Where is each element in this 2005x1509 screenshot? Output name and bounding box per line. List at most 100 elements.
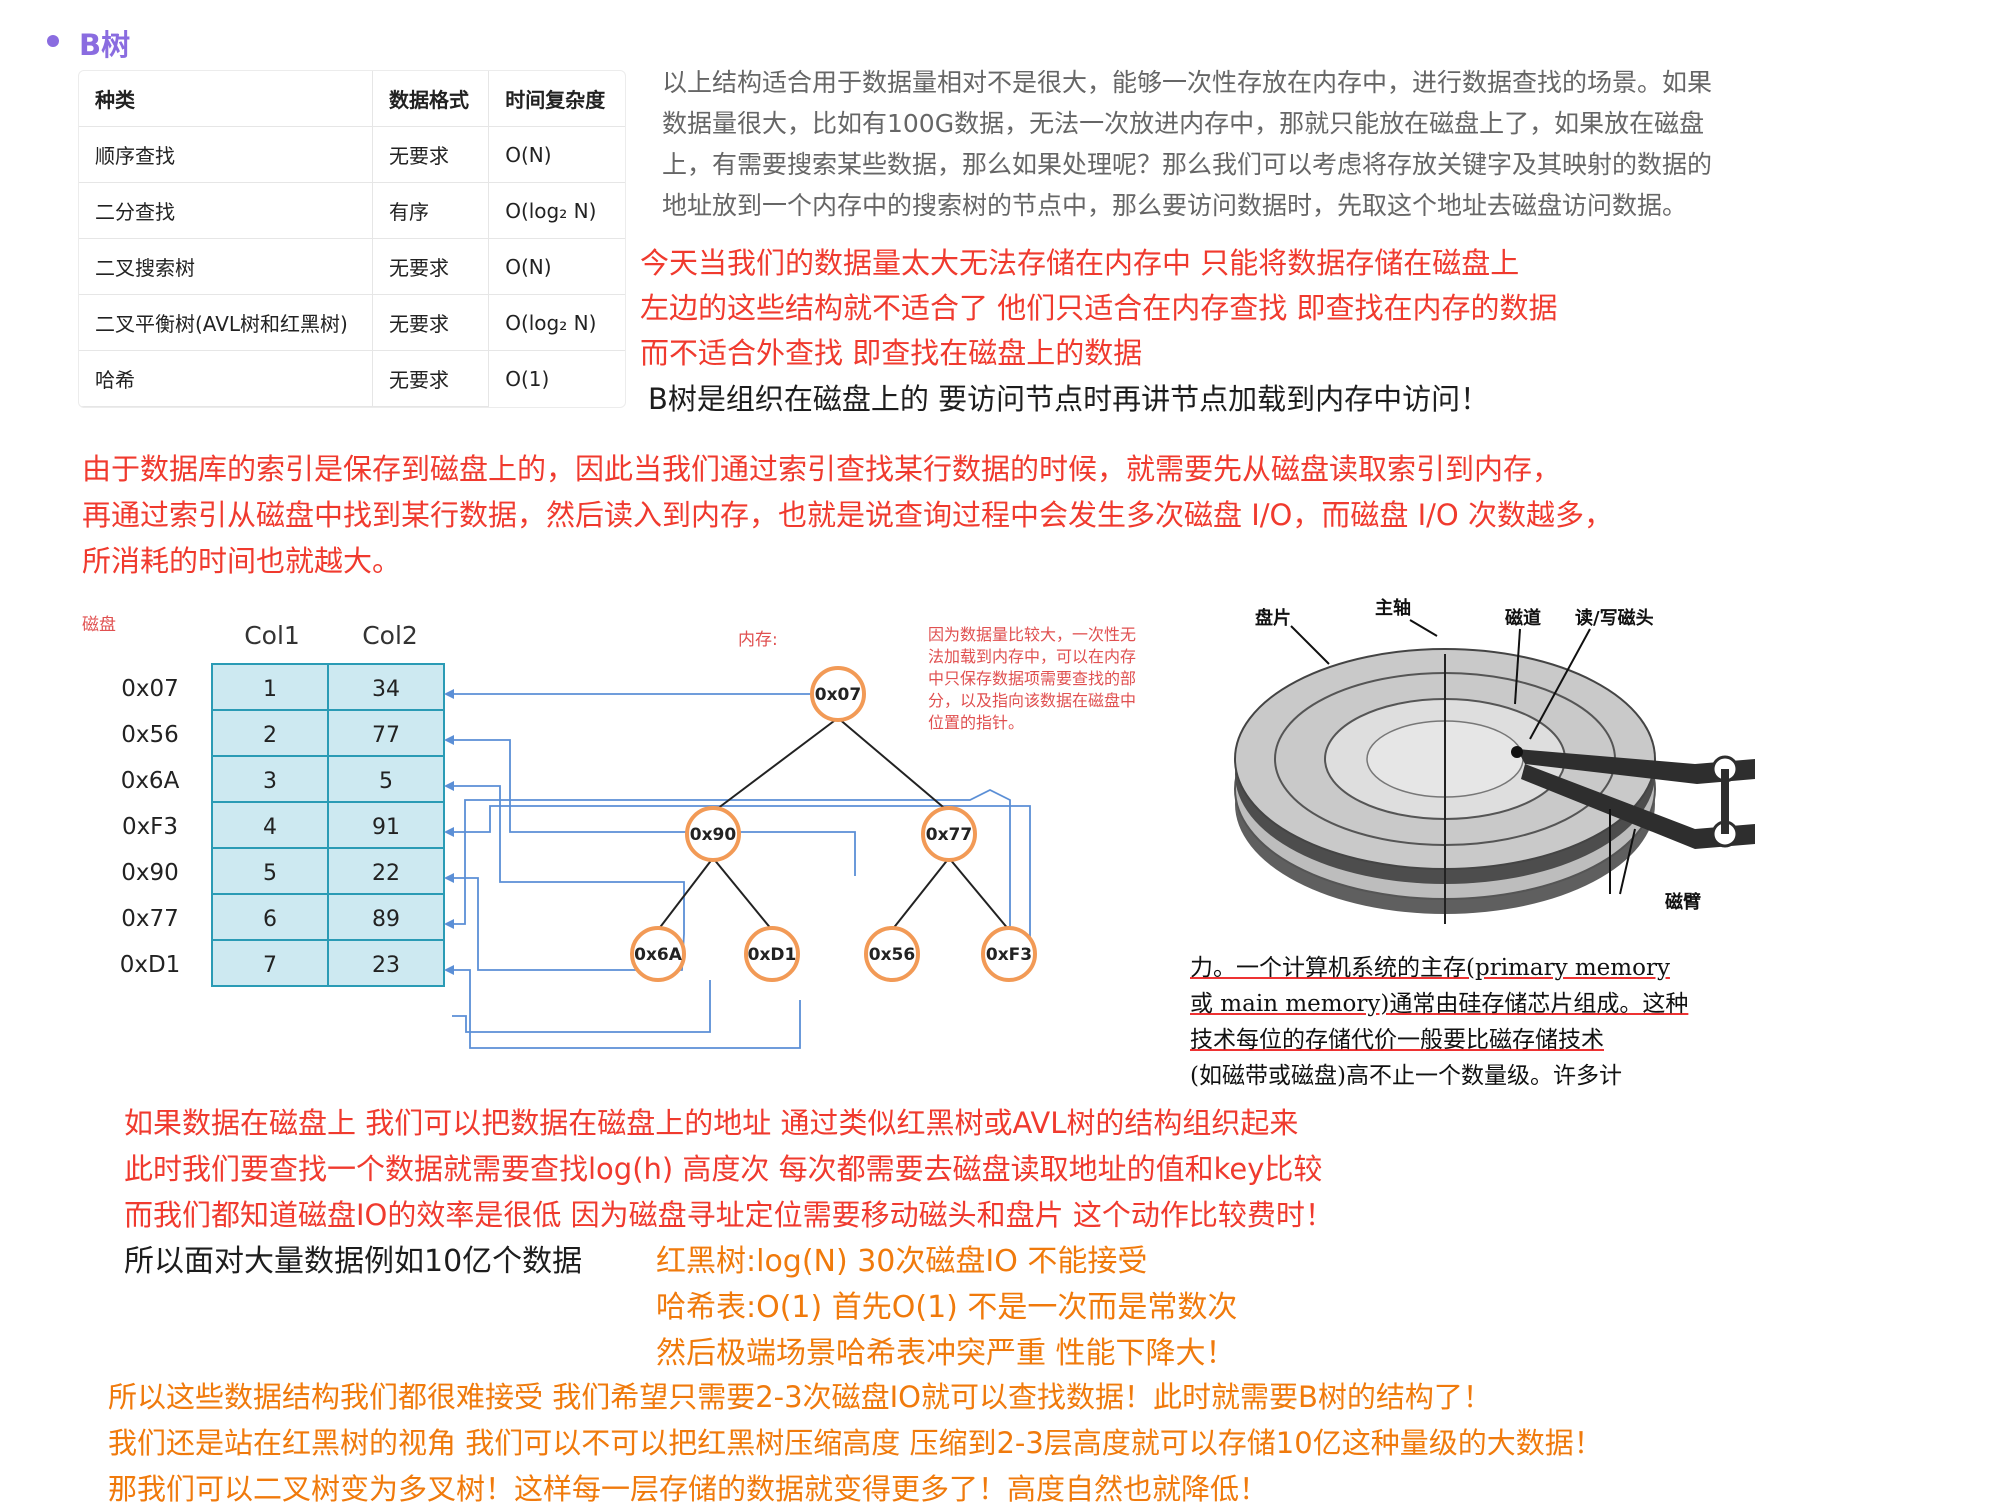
tree-edge bbox=[948, 857, 1010, 931]
tree-node-label: 0xF3 bbox=[986, 945, 1032, 965]
pointer-line bbox=[452, 739, 856, 876]
tree-node-label: 0x90 bbox=[690, 825, 737, 845]
table-cell bbox=[327, 893, 445, 941]
pointer-arrowhead bbox=[444, 735, 454, 745]
table-cell: O(N) bbox=[488, 126, 625, 183]
note-line: B树是组织在磁盘上的 要访问节点时再讲节点加载到内存中访问！ bbox=[648, 382, 1490, 416]
table-cell: O(N) bbox=[488, 238, 625, 295]
row-address: 0x56 bbox=[121, 722, 179, 748]
row-address: 0x07 bbox=[121, 676, 179, 702]
tree-edge bbox=[891, 857, 950, 931]
table-header-cell: 种类 bbox=[79, 71, 373, 127]
table-row: 0x07 1 34 bbox=[121, 663, 445, 711]
tree-node bbox=[864, 926, 920, 982]
pointer-arrowhead bbox=[444, 827, 454, 837]
complexity-table: 种类 数据格式 时间复杂度 顺序查找 无要求 O(N) 二分查找 有序 O(lo… bbox=[79, 71, 625, 407]
tree-edges bbox=[657, 717, 1010, 931]
table-cell: 有序 bbox=[372, 182, 490, 239]
tree-node-label: 0x6A bbox=[634, 945, 683, 965]
tree-edge bbox=[837, 717, 950, 813]
table-cell: 无要求 bbox=[372, 350, 490, 407]
tree-node bbox=[744, 926, 800, 982]
table-row: 哈希 无要求 O(1) bbox=[79, 350, 625, 407]
pointer-arrowhead bbox=[444, 965, 454, 975]
table-cell bbox=[327, 847, 445, 895]
tree-node-label: 0x56 bbox=[869, 945, 915, 965]
table-header-cell: 数据格式 bbox=[372, 71, 490, 127]
caption-line: (如磁带或磁盘)高不止一个数量级。许多计 bbox=[1190, 1063, 1622, 1089]
table-header-cell: 时间复杂度 bbox=[488, 71, 625, 127]
pointer-lines bbox=[452, 693, 1031, 1049]
memory-note-line: 法加载到内存中，可以在内存 bbox=[928, 647, 1136, 666]
cell-value: 22 bbox=[372, 861, 400, 886]
tree-node-label: 0x77 bbox=[926, 825, 972, 845]
paragraph-line: 以上结构适合用于数据量相对不是很大，能够一次性存放在内存中，进行数据查找的场景。… bbox=[662, 68, 1713, 97]
memory-label: 内存: bbox=[738, 630, 778, 650]
table-cell: 二叉搜索树 bbox=[79, 238, 373, 295]
disk-arm bbox=[1511, 746, 1755, 849]
tree-edge bbox=[712, 717, 839, 813]
table-row: 0xF3 4 91 bbox=[122, 801, 445, 849]
platter-label: 盘片 bbox=[1255, 607, 1291, 629]
pointer-line bbox=[452, 805, 1031, 952]
arm-label: 磁臂 bbox=[1665, 891, 1701, 913]
cell-value: 23 bbox=[372, 953, 400, 978]
memory-note-line: 分，以及指向该数据在磁盘中 bbox=[928, 691, 1136, 710]
table-cell bbox=[327, 939, 445, 987]
note-line: 所以面对大量数据例如10亿个数据 bbox=[124, 1244, 583, 1279]
table-header-row: 种类 数据格式 时间复杂度 bbox=[79, 71, 625, 127]
cell-value: 4 bbox=[263, 815, 277, 840]
table-cell bbox=[211, 893, 329, 941]
table-row: 二分查找 有序 O(log₂ N) bbox=[79, 182, 625, 239]
cell-value: 1 bbox=[263, 677, 277, 702]
cell-value: 34 bbox=[372, 677, 400, 702]
memory-note: 因为数据量比较大，一次性无 法加载到内存中，可以在内存 中只保存数据项需要查找的… bbox=[928, 625, 1136, 732]
book-caption: 力。一个计算机系统的主存(primary memory 或 main memor… bbox=[1190, 950, 1688, 1094]
cell-value: 89 bbox=[372, 907, 400, 932]
table-cell: 无要求 bbox=[372, 294, 490, 351]
track-label: 磁道 bbox=[1505, 607, 1541, 629]
tree-node-label: 0xD1 bbox=[748, 945, 797, 965]
tree-node bbox=[630, 926, 686, 982]
note-line: 所消耗的时间也就越大。 bbox=[82, 544, 402, 578]
tree-node bbox=[810, 666, 866, 722]
cell-value: 5 bbox=[263, 861, 277, 886]
caption-line: 力。一个计算机系统的主存(primary memory bbox=[1190, 955, 1670, 981]
note-line: 左边的这些结构就不适合了 他们只适合在内存查找 即查找在内存的数据 bbox=[640, 291, 1558, 325]
table-cell bbox=[327, 755, 445, 803]
cell-value: 91 bbox=[372, 815, 400, 840]
pointer-arrowhead bbox=[444, 919, 454, 929]
cell-value: 7 bbox=[263, 953, 277, 978]
note-line: 我们还是站在红黑树的视角 我们可以不可以把红黑树压缩高度 压缩到2-3层高度就可… bbox=[108, 1426, 1603, 1460]
table-cell: O(log₂ N) bbox=[488, 294, 625, 351]
note-line: 此时我们要查找一个数据就需要查找log(h) 高度次 每次都需要去磁盘读取地址的… bbox=[124, 1152, 1323, 1186]
section-heading: B树 bbox=[79, 28, 131, 62]
row-address: 0x77 bbox=[121, 906, 179, 932]
row-address: 0x90 bbox=[121, 860, 179, 886]
table-cell: 二分查找 bbox=[79, 182, 373, 239]
table-row: 二叉平衡树(AVL树和红黑树) 无要求 O(log₂ N) bbox=[79, 294, 625, 351]
complexity-table-wrap: 种类 数据格式 时间复杂度 顺序查找 无要求 O(N) 二分查找 有序 O(lo… bbox=[78, 70, 626, 408]
cell-value: 3 bbox=[263, 769, 277, 794]
note-line: 哈希表:O(1) 首先O(1) 不是一次而是常数次 bbox=[656, 1290, 1238, 1325]
paragraph-line: 上，有需要搜索某些数据，那么如果处理呢？那么我们可以考虑将存放关键字及其映射的数… bbox=[662, 150, 1713, 179]
note-line: 今天当我们的数据量太大无法存储在内存中 只能将数据存储在磁盘上 bbox=[640, 246, 1520, 280]
pointer-line bbox=[452, 788, 1011, 970]
note-line: 再通过索引从磁盘中找到某行数据，然后读入到内存，也就是说查询过程中会发生多次磁盘… bbox=[82, 498, 1613, 532]
disk-label: 磁盘 bbox=[82, 615, 116, 635]
table-row: 顺序查找 无要求 O(N) bbox=[79, 126, 625, 183]
table-cell bbox=[211, 663, 329, 711]
cell-value: 77 bbox=[372, 723, 400, 748]
row-address: 0xF3 bbox=[122, 814, 178, 840]
tree-edge bbox=[657, 857, 714, 931]
paragraph-line: 数据量很大，比如有100G数据，无法一次放进内存中，那就只能放在磁盘上了，如果放… bbox=[662, 109, 1705, 138]
table-cell: 二叉平衡树(AVL树和红黑树) bbox=[79, 294, 373, 351]
table-cell: 无要求 bbox=[372, 126, 490, 183]
row-address: 0x6A bbox=[121, 768, 180, 794]
